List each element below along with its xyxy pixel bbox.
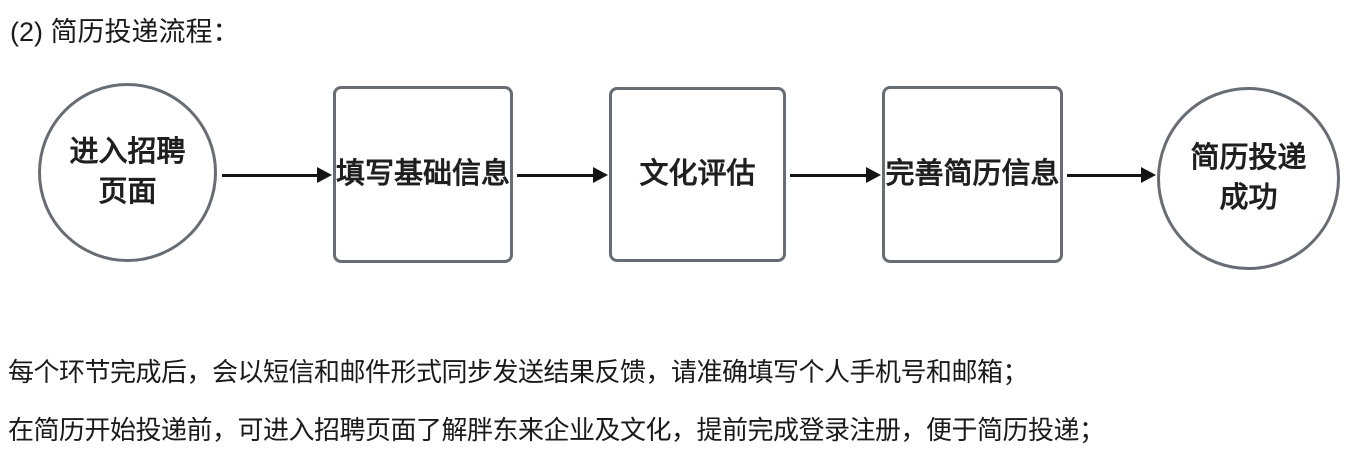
note-line-feedback: 每个环节完成后，会以短信和邮件形式同步发送结果反馈，请准确填写个人手机号和邮箱； (8, 357, 1029, 387)
flow-node-label: 文化评估 (639, 157, 756, 190)
flow-arrow-4 (1067, 167, 1156, 183)
note-line-pre-registration: 在简历开始投递前，可进入招聘页面了解胖东来企业及文化，提前完成登录注册，便于简历… (8, 415, 1105, 445)
flow-node-resume-submitted-success: 简历投递 成功 (1157, 87, 1340, 270)
flow-node-complete-resume-info: 完善简历信息 (882, 86, 1063, 263)
page-title: (2) 简历投递流程： (10, 17, 240, 47)
flow-node-culture-assessment: 文化评估 (609, 87, 786, 262)
flow-node-enter-recruitment-page: 进入招聘 页面 (38, 83, 217, 262)
flow-node-label: 填写基础信息 (336, 157, 511, 190)
flow-node-label: 简历投递 成功 (1190, 142, 1307, 214)
flow-arrow-3 (790, 167, 881, 183)
flow-node-label: 进入招聘 页面 (69, 136, 186, 208)
flow-arrow-1 (222, 167, 332, 183)
flow-node-fill-basic-info: 填写基础信息 (333, 86, 513, 263)
flow-arrow-2 (517, 167, 608, 183)
flow-node-label: 完善简历信息 (885, 157, 1060, 190)
